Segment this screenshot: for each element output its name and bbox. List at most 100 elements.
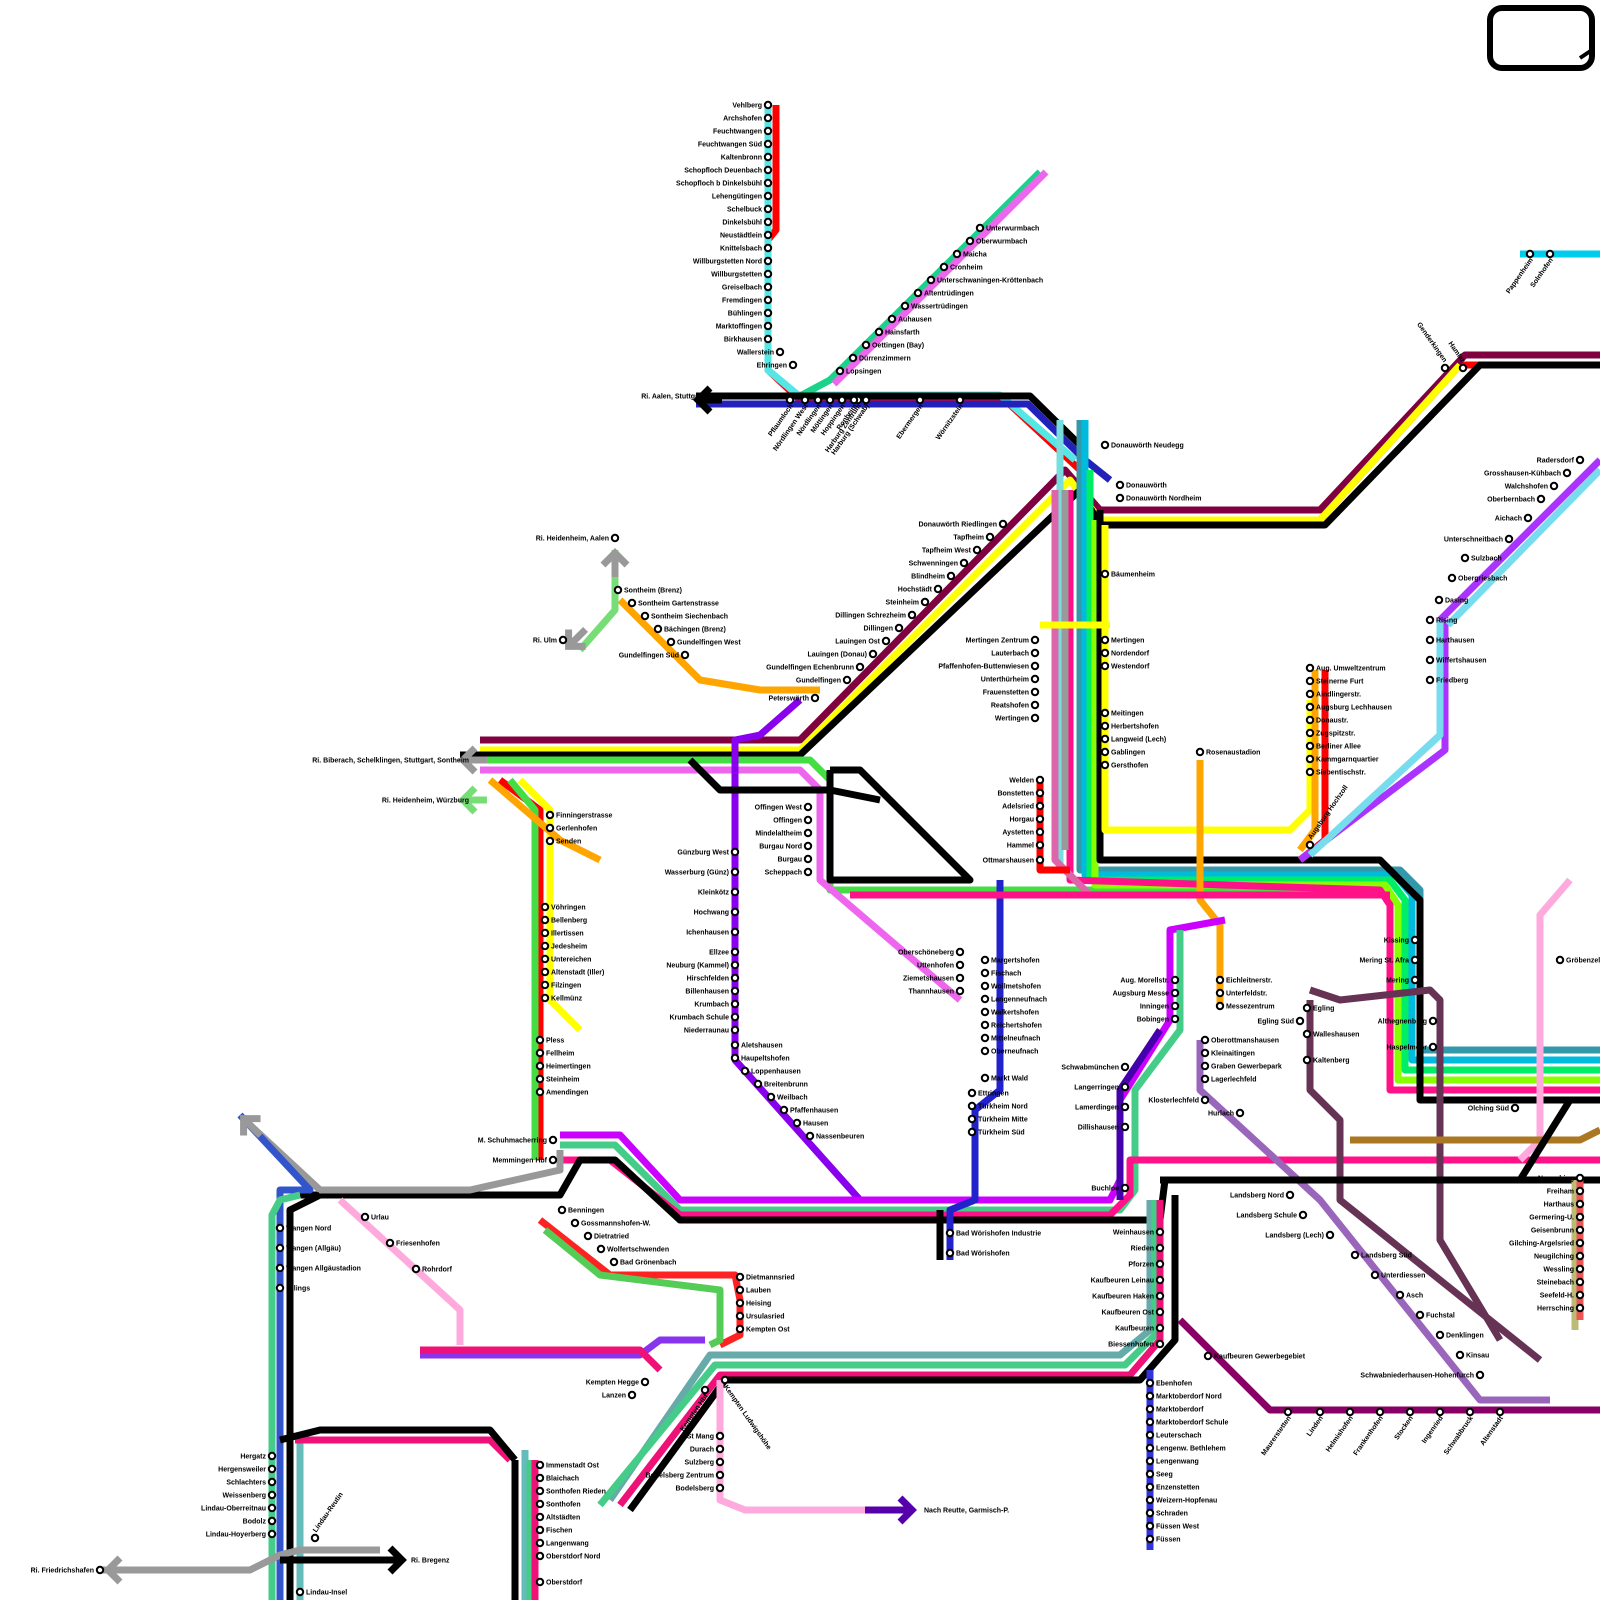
- station[interactable]: Donauwörth Neudegg: [1102, 442, 1184, 450]
- station[interactable]: Steinheim: [886, 599, 929, 607]
- station-marker[interactable]: [560, 637, 566, 643]
- station-marker[interactable]: [1557, 957, 1563, 963]
- station-marker[interactable]: [615, 587, 621, 593]
- station-marker[interactable]: [1304, 1057, 1310, 1063]
- station[interactable]: Steinerne Furt: [1307, 678, 1364, 686]
- station[interactable]: Walleshausen: [1304, 1031, 1360, 1039]
- station[interactable]: Schwenningen: [909, 560, 968, 568]
- station[interactable]: Rising: [1427, 617, 1458, 625]
- station[interactable]: Aletshausen: [732, 1042, 783, 1050]
- station-marker[interactable]: [765, 219, 771, 225]
- station[interactable]: Langenneufnach: [982, 996, 1047, 1004]
- station-marker[interactable]: [1304, 1031, 1310, 1037]
- station-marker[interactable]: [1147, 1471, 1153, 1477]
- station-marker[interactable]: [802, 397, 808, 403]
- station[interactable]: Gossmannshofen-W.: [572, 1220, 651, 1228]
- station-marker[interactable]: [732, 949, 738, 955]
- station-marker[interactable]: [655, 626, 661, 632]
- station[interactable]: Aug. Umweltzentrum: [1307, 665, 1386, 673]
- station-marker[interactable]: [1102, 762, 1108, 768]
- station-marker[interactable]: [1525, 515, 1531, 521]
- station[interactable]: Benningen: [559, 1207, 604, 1215]
- station[interactable]: Lanzen: [602, 1392, 635, 1400]
- station[interactable]: Haupeltshofen: [732, 1055, 790, 1063]
- station[interactable]: Finningerstrasse: [547, 812, 613, 820]
- station-marker[interactable]: [598, 1246, 604, 1252]
- station-marker[interactable]: [1307, 704, 1313, 710]
- station-marker[interactable]: [1427, 637, 1433, 643]
- station-marker[interactable]: [1577, 1266, 1583, 1272]
- station[interactable]: Ellzee: [709, 949, 738, 957]
- station[interactable]: Aichach: [1495, 515, 1531, 523]
- station-marker[interactable]: [1352, 1252, 1358, 1258]
- station-marker[interactable]: [902, 303, 908, 309]
- station[interactable]: Hausen: [794, 1120, 828, 1128]
- station-marker[interactable]: [1347, 1409, 1353, 1415]
- station-marker[interactable]: [277, 1285, 283, 1291]
- station[interactable]: Oberstdorf: [537, 1579, 583, 1587]
- station-marker[interactable]: [765, 271, 771, 277]
- station-marker[interactable]: [1102, 442, 1108, 448]
- station[interactable]: Marktoberdorf Nord: [1147, 1393, 1222, 1401]
- station-marker[interactable]: [717, 1433, 723, 1439]
- station[interactable]: Genderkingen: [1415, 321, 1448, 371]
- station[interactable]: Willburgstetten: [711, 271, 771, 279]
- station[interactable]: Reichertshofen: [982, 1022, 1042, 1030]
- station[interactable]: Pless: [537, 1037, 565, 1045]
- station[interactable]: Bodelsberg: [675, 1485, 723, 1493]
- station-marker[interactable]: [737, 1326, 743, 1332]
- station[interactable]: Augsburg Messe: [1113, 990, 1179, 998]
- station-marker[interactable]: [1577, 1201, 1583, 1207]
- station-marker[interactable]: [1317, 1409, 1323, 1415]
- station-marker[interactable]: [969, 1090, 975, 1096]
- station-marker[interactable]: [755, 1081, 761, 1087]
- station-marker[interactable]: [896, 625, 902, 631]
- station[interactable]: Schwabmünchen: [1061, 1064, 1128, 1072]
- station-marker[interactable]: [737, 1287, 743, 1293]
- station[interactable]: Kempten Ludwigshöhe: [722, 1377, 772, 1451]
- station-marker[interactable]: [537, 1076, 543, 1082]
- station-marker[interactable]: [837, 368, 843, 374]
- station-marker[interactable]: [387, 1240, 393, 1246]
- station[interactable]: Ri. Aalen, Stuttgart: [641, 394, 704, 401]
- station[interactable]: Donauwörth Nordheim: [1117, 495, 1202, 503]
- station-marker[interactable]: [1577, 1214, 1583, 1220]
- station[interactable]: Gundelfingen West: [668, 639, 742, 647]
- station[interactable]: Unterschwaningen-Kröttenbach: [928, 277, 1043, 285]
- station-marker[interactable]: [863, 342, 869, 348]
- station-marker[interactable]: [542, 982, 548, 988]
- station[interactable]: Billenhausen: [685, 988, 738, 996]
- station[interactable]: Marktoberdorf Schule: [1147, 1419, 1229, 1427]
- station-marker[interactable]: [1307, 730, 1313, 736]
- station-marker[interactable]: [537, 1501, 543, 1507]
- station-marker[interactable]: [1197, 749, 1203, 755]
- station[interactable]: Neuburg (Kammel): [666, 962, 738, 970]
- station-marker[interactable]: [277, 1225, 283, 1231]
- station-marker[interactable]: [1427, 617, 1433, 623]
- station[interactable]: Wertingen: [995, 715, 1038, 723]
- station[interactable]: Türkheim Süd: [969, 1129, 1025, 1137]
- station-marker[interactable]: [805, 804, 811, 810]
- station[interactable]: Offingen: [773, 817, 811, 825]
- station-marker[interactable]: [1157, 1293, 1163, 1299]
- station-marker[interactable]: [1217, 1003, 1223, 1009]
- station[interactable]: Dillingen: [863, 625, 902, 633]
- station[interactable]: Fischach: [982, 970, 1022, 978]
- station-marker[interactable]: [1122, 1064, 1128, 1070]
- station[interactable]: Archshofen: [723, 115, 771, 123]
- station-marker[interactable]: [1117, 482, 1123, 488]
- station-marker[interactable]: [1307, 743, 1313, 749]
- station-marker[interactable]: [717, 1472, 723, 1478]
- station-marker[interactable]: [1147, 1406, 1153, 1412]
- station-marker[interactable]: [915, 290, 921, 296]
- station-marker[interactable]: [1527, 251, 1533, 257]
- station[interactable]: Sonthofen Rieden: [537, 1488, 606, 1496]
- station[interactable]: Nach Reutte, Garmisch-P.: [924, 1508, 1009, 1515]
- station[interactable]: Tapfheim West: [922, 547, 980, 555]
- station-marker[interactable]: [550, 1157, 556, 1163]
- station[interactable]: Offingen West: [755, 804, 812, 812]
- station[interactable]: Markt Wald: [982, 1075, 1028, 1083]
- station-marker[interactable]: [1412, 957, 1418, 963]
- station[interactable]: Feuchtwangen Süd: [698, 141, 771, 149]
- station[interactable]: Kaufbeuren Leinau: [1091, 1277, 1164, 1285]
